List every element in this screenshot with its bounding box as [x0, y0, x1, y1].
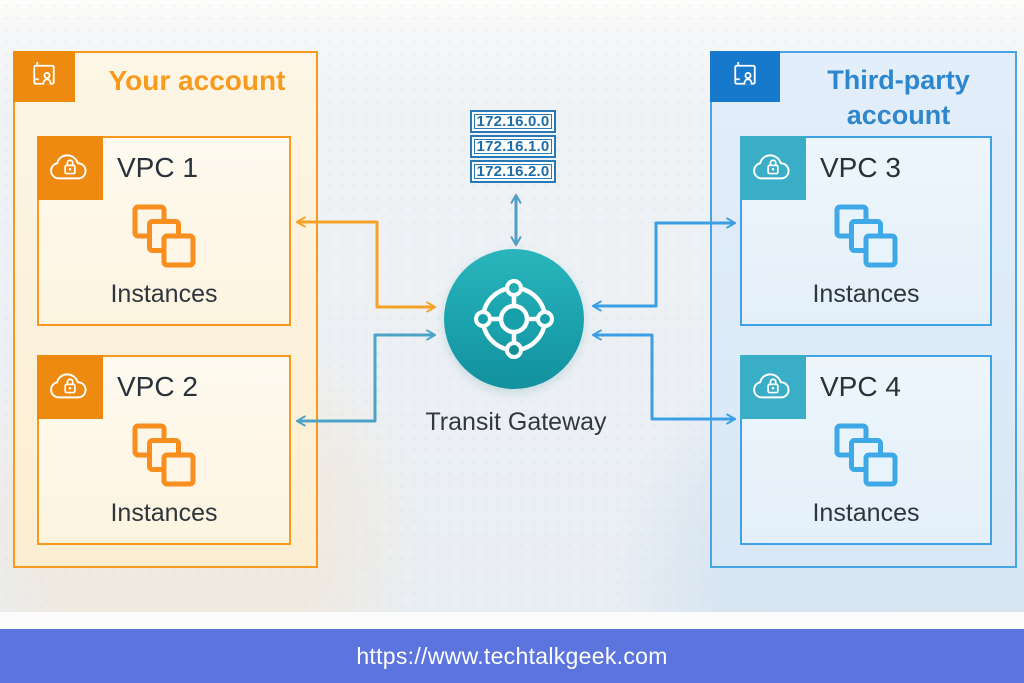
account-icon: [26, 56, 62, 97]
route-entry-1: 172.16.1.0: [470, 135, 556, 158]
your-account-label: Your account: [108, 65, 286, 96]
instances-icon: [829, 202, 903, 281]
vpc1-box: VPC 1 Instances: [37, 136, 291, 326]
vpc2-title: VPC 2: [117, 371, 198, 402]
vpc1-title: VPC 1: [117, 152, 198, 183]
footer-url: https://www.techtalkgeek.com: [356, 642, 668, 669]
vpc3-title: VPC 3: [820, 152, 901, 183]
your-account-badge: [13, 51, 75, 102]
vpc-cloud-lock-icon: [740, 136, 806, 200]
vpc2-box: VPC 2 Instances: [37, 355, 291, 545]
third-party-account-badge: [710, 51, 780, 102]
transit-gateway-label: Transit Gateway: [425, 408, 607, 436]
vpc4-instances-label: Instances: [812, 499, 920, 527]
footer-divider: [0, 612, 1024, 629]
instances-icon: [127, 202, 201, 281]
vpc4-box: VPC 4 Instances: [740, 355, 992, 545]
vpc-cloud-lock-icon: [37, 136, 103, 200]
footer-bar: https://www.techtalkgeek.com: [0, 629, 1024, 683]
vpc-cloud-lock-icon: [37, 355, 103, 419]
route-entry-2: 172.16.2.0: [470, 160, 556, 183]
instances-icon: [127, 421, 201, 500]
vpc3-instances-label: Instances: [812, 280, 920, 308]
account-icon: [727, 56, 763, 97]
instances-icon: [829, 421, 903, 500]
vpc2-instances-label: Instances: [110, 499, 218, 527]
transit-gateway-icon: [444, 249, 584, 389]
arrow-vpc1-gateway: [295, 216, 437, 313]
vpc3-box: VPC 3 Instances: [740, 136, 992, 326]
route-entry-0: 172.16.0.0: [470, 110, 556, 133]
third-party-account-label: Third-party account: [827, 65, 970, 131]
vpc1-instances-label: Instances: [110, 280, 218, 308]
vpc4-title: VPC 4: [820, 371, 901, 402]
vpc-cloud-lock-icon: [740, 355, 806, 419]
